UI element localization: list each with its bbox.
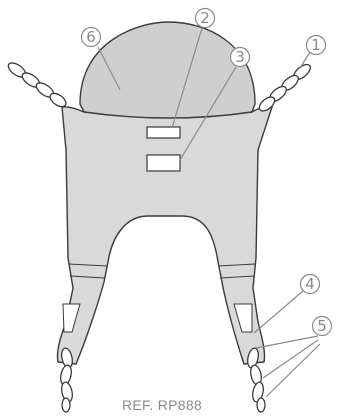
svg-text:4: 4 [305, 275, 315, 293]
shoulder-loops-left [7, 62, 67, 108]
reference-label: REF. RP888 [122, 397, 202, 413]
sling-body [56, 106, 273, 365]
callout-2: 2 [194, 7, 216, 29]
leg-pad-right [233, 303, 253, 333]
callout-3: 3 [229, 46, 251, 68]
svg-text:1: 1 [311, 36, 321, 54]
leader-line-5b [262, 339, 319, 379]
leg-pad-left [62, 303, 81, 333]
leader-line-5a [255, 335, 319, 349]
svg-text:5: 5 [317, 317, 327, 335]
leg-seams [68, 263, 257, 279]
leader-line-6 [97, 46, 121, 91]
svg-text:3: 3 [235, 48, 245, 66]
callout-6: 6 [80, 26, 102, 48]
callout-4: 4 [299, 273, 321, 295]
leader-lines [97, 27, 321, 398]
leg-loops-right [247, 347, 266, 413]
callout-1: 1 [305, 34, 327, 56]
svg-text:6: 6 [86, 28, 96, 46]
shoulder-loops-right [258, 63, 311, 112]
label-patch-top [146, 126, 181, 139]
leader-line-2 [171, 27, 203, 129]
callout-5: 5 [311, 315, 333, 337]
head-support [79, 21, 256, 120]
svg-text:2: 2 [200, 9, 210, 27]
leader-line-5c [265, 343, 321, 398]
leader-line-4 [253, 290, 304, 334]
leader-line-3 [179, 66, 237, 161]
leg-loops-left [60, 347, 73, 413]
leader-line-1 [299, 51, 311, 69]
label-patch-bottom [146, 154, 181, 172]
